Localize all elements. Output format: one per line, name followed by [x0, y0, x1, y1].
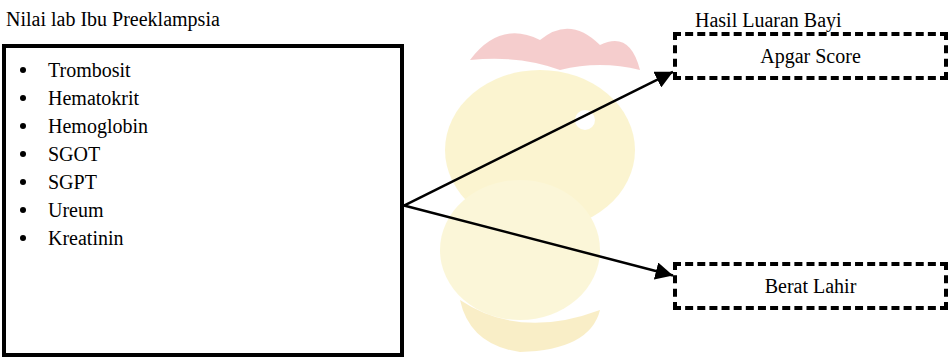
- bullet-dot: [20, 151, 26, 157]
- bullet-item: SGPT: [20, 168, 148, 196]
- variable-name: SGPT: [48, 171, 97, 194]
- bullet-dot: [20, 207, 26, 213]
- bullet-dot: [20, 123, 26, 129]
- bullet-item: Hematokrit: [20, 84, 148, 112]
- variable-name: Kreatinin: [48, 227, 124, 250]
- bullet-dot: [20, 67, 26, 73]
- group-heading: Nilai lab Ibu Preeklampsia: [6, 8, 220, 31]
- bullet-dot: [20, 179, 26, 185]
- outcome-name: Apgar Score: [760, 45, 861, 68]
- variable-name: SGOT: [48, 143, 100, 166]
- variable-name: Ureum: [48, 199, 104, 222]
- outcome-box: Apgar Score: [673, 32, 948, 80]
- bullet-list: TrombositHematokritHemoglobinSGOT SGPT Ure…: [20, 56, 148, 252]
- arrow-connector: [404, 72, 673, 206]
- group-heading: Hasil Luaran Bayi: [695, 9, 842, 32]
- bullet-item: Hemoglobin: [20, 112, 148, 140]
- bullet-dot: [20, 95, 26, 101]
- outcome-name: Berat Lahir: [765, 275, 857, 298]
- variable-name: Hematokrit: [48, 87, 139, 110]
- variable-name: Trombosit: [48, 59, 131, 82]
- bullet-item: Kreatinin: [20, 224, 148, 252]
- bullet-item: Ureum: [20, 196, 148, 224]
- variable-box: Nilai lab Ibu PreeklampsiaTrombositHemat…: [2, 44, 404, 357]
- arrow-connector: [404, 206, 673, 276]
- bullet-dot: [20, 235, 26, 241]
- bullet-item: Trombosit: [20, 56, 148, 84]
- variable-name: Hemoglobin: [48, 115, 148, 138]
- outcome-box: Berat Lahir: [673, 262, 948, 310]
- bullet-item: SGOT: [20, 140, 148, 168]
